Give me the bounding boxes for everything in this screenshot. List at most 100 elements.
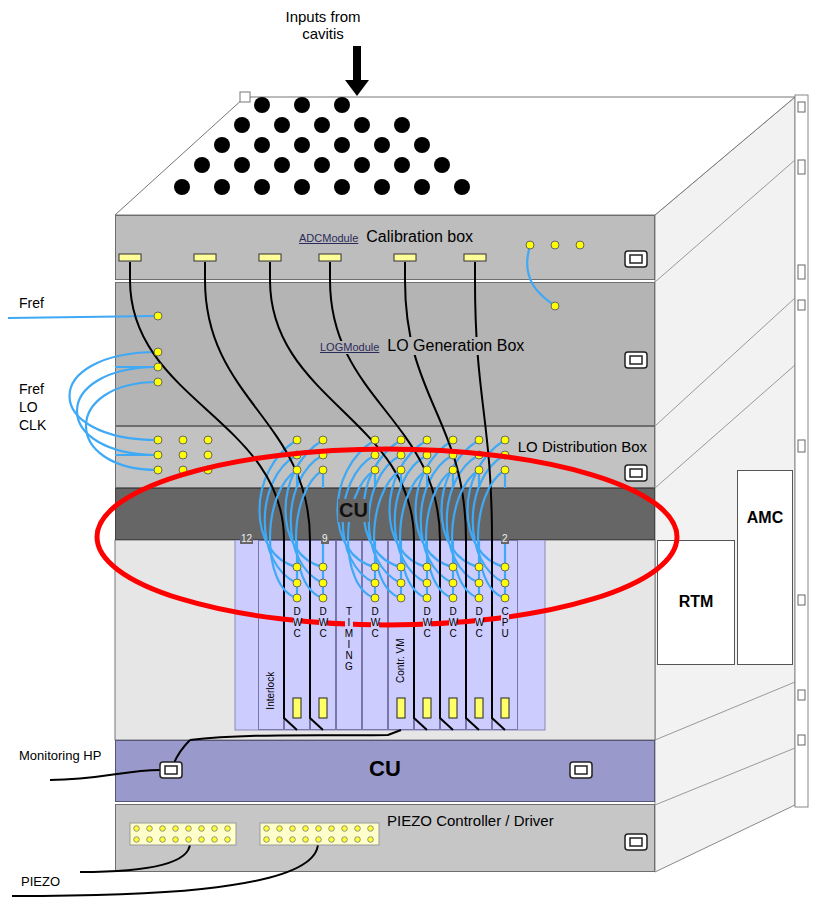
cable: [452, 470, 479, 598]
rf-socket: [397, 579, 405, 587]
rf-arcs: [260, 440, 506, 583]
cu-box: CU: [115, 740, 655, 802]
rf-socket: [204, 466, 212, 474]
lo-generation-box: LOGModuleLO Generation Box: [115, 282, 655, 426]
rf-socket: [154, 363, 162, 371]
cable-stub: [129, 262, 131, 280]
card-label: DWC: [293, 606, 302, 639]
rf-socket: [449, 594, 457, 602]
piezo-box: PIEZO Controller / Driver: [115, 804, 655, 872]
rf-socket: [449, 563, 457, 571]
rf-loop: [86, 382, 158, 470]
vent-hole: [394, 157, 410, 173]
module-tag: ADCModule: [298, 232, 359, 245]
vent-hole: [314, 157, 330, 173]
rf-socket: [154, 378, 162, 386]
rf-socket: [501, 594, 509, 602]
rf-socket: [371, 594, 379, 602]
power-socket-inner: [630, 469, 642, 477]
input-arrow: [345, 46, 369, 96]
monitoring-stub: [172, 740, 190, 768]
card-label: DWC: [371, 606, 380, 639]
cable: [270, 470, 297, 598]
vent-hole: [254, 137, 270, 153]
label-holder: PIEZO: [20, 872, 61, 890]
vent-hole: [314, 117, 330, 133]
cable: [330, 280, 453, 730]
rf-socket: [371, 436, 379, 444]
rack-top: [115, 97, 795, 215]
box-title: AMC: [746, 509, 784, 527]
vent-hole: [214, 179, 230, 195]
vent-hole: [194, 157, 210, 173]
power-sockets: [160, 251, 647, 850]
power-socket-inner: [575, 766, 587, 774]
rf-socket: [293, 563, 301, 571]
power-socket: [625, 834, 647, 850]
rf-socket: [423, 451, 431, 459]
piezo-pins: [260, 823, 379, 845]
rail-hole: [798, 735, 805, 745]
cable: [374, 470, 401, 598]
vent-hole: [354, 117, 370, 133]
rack-side: [655, 97, 795, 872]
card-port: [501, 698, 509, 718]
rf-socket: [449, 436, 457, 444]
cable: [400, 470, 427, 598]
signal-name: Fref: [18, 295, 45, 311]
piezo-pins: [130, 823, 236, 845]
rtm-box: RTM: [657, 540, 735, 665]
card-port: [319, 698, 327, 718]
cable: [348, 470, 375, 598]
box-title: PIEZO Controller / Driver: [386, 812, 555, 829]
label-holder: Fref: [18, 294, 45, 312]
piezo-wire: [80, 843, 190, 872]
cable-stub: [474, 262, 476, 280]
vent-hole: [334, 97, 350, 113]
label-holder: 12: [240, 528, 253, 546]
rf-socket: [319, 451, 327, 459]
slot-number: 2: [501, 533, 509, 544]
rf-socket: [371, 451, 379, 459]
rf-socket: [526, 241, 534, 249]
card-port: [423, 698, 431, 718]
signal-name: Monitoring HP: [18, 748, 104, 764]
vent-hole: [354, 157, 370, 173]
band-title: CU: [338, 499, 369, 522]
rf-socket: [475, 563, 483, 571]
rf-socket: [449, 466, 457, 474]
vent-hole: [414, 137, 430, 153]
vent-hole: [294, 137, 310, 153]
label-holder: Monitoring HP: [18, 748, 104, 764]
cable: [270, 280, 427, 730]
rf-socket: [179, 451, 187, 459]
input-note: Inputs from cavitis: [272, 8, 374, 43]
cable: [478, 470, 505, 598]
rf-socket: [293, 594, 301, 602]
rf-socket: [179, 436, 187, 444]
cable-stub: [329, 262, 331, 280]
vent-hole: [334, 179, 350, 195]
rf-socket: [501, 451, 509, 459]
rf-socket: [154, 348, 162, 356]
box-title: Calibration box: [365, 228, 474, 246]
lo-distribution-box: LO Distribution Box: [115, 426, 655, 488]
piezo-connector: [260, 823, 379, 845]
rf-socket: [449, 451, 457, 459]
vent-hole: [294, 179, 310, 195]
power-socket-inner: [630, 356, 642, 364]
cable: [426, 470, 453, 598]
cable: [296, 470, 323, 598]
cable: [405, 280, 479, 730]
side-edge: [655, 748, 795, 805]
rf-socket: [475, 451, 483, 459]
vent-hole: [374, 179, 390, 195]
rf-socket: [423, 563, 431, 571]
calibration-ports: [119, 254, 486, 261]
power-socket-inner: [630, 255, 642, 263]
rail-hole: [798, 160, 805, 174]
vent-hole: [174, 179, 190, 195]
rf-socket: [551, 241, 559, 249]
vent-hole: [214, 137, 230, 153]
